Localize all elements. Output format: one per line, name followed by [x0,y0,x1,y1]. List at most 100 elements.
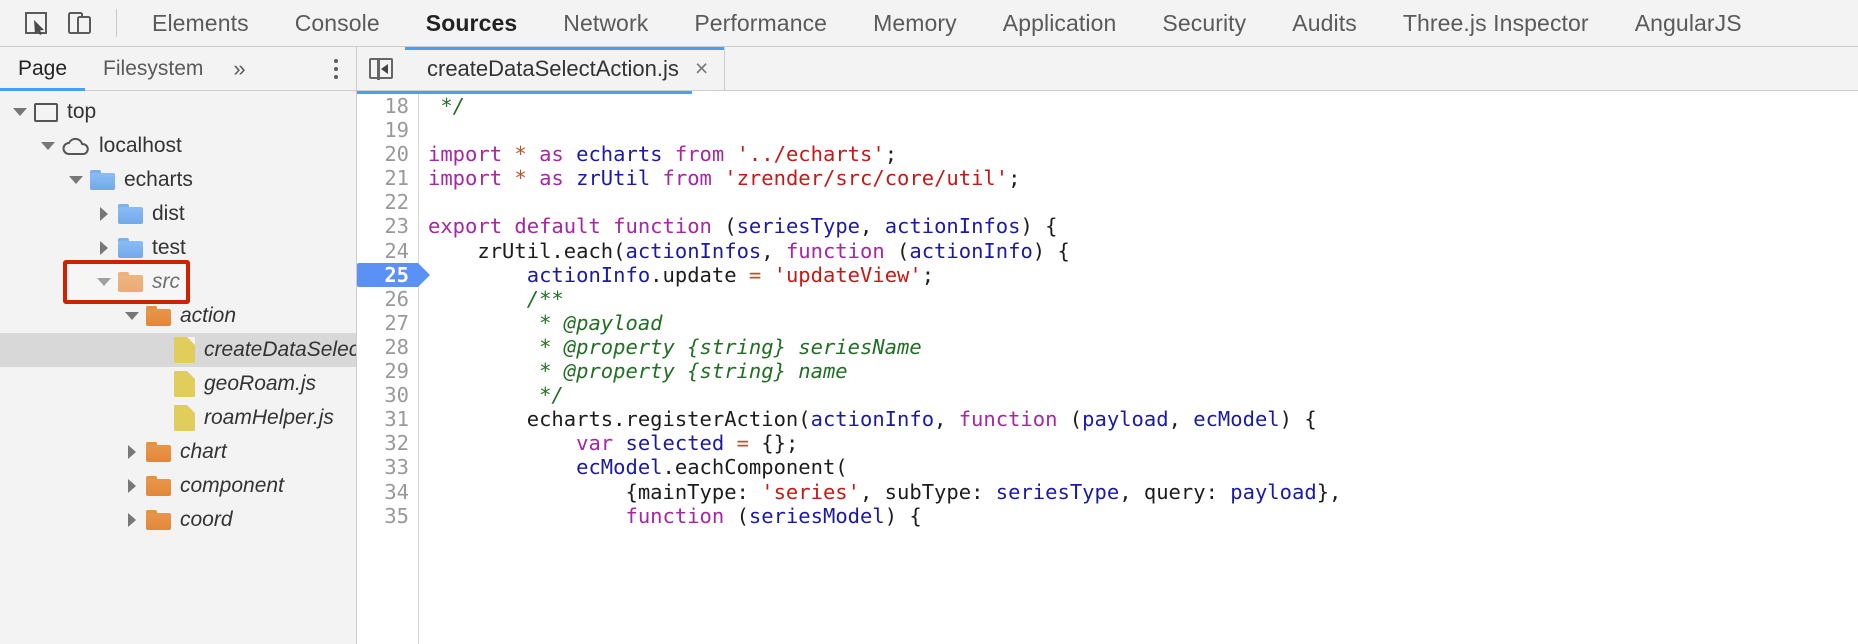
code-token: actionInfo [909,238,1033,263]
tab-security[interactable]: Security [1162,9,1247,36]
code-token [564,142,576,166]
tree-item-roamhelper-js[interactable]: roamHelper.js [0,401,356,435]
code-line: * @payload [428,311,1858,335]
line-number[interactable]: 26 [384,286,409,311]
folder-icon [146,306,171,326]
line-number[interactable]: 31 [384,407,409,432]
folder-icon [146,442,171,462]
nav-tab-filesystem[interactable]: Filesystem [103,56,204,80]
source-code[interactable]: */ import * as echarts from '../echarts'… [419,91,1858,644]
chevron-right-icon[interactable] [122,510,142,530]
code-token: * @property {string} seriesName [428,334,922,359]
tab-console[interactable]: Console [294,9,380,36]
code-token: ( [884,238,910,263]
chevron-down-icon[interactable] [66,170,86,190]
code-token: seriesType [736,214,861,239]
tree-item-dist[interactable]: dist [0,197,356,231]
tab-sources[interactable]: Sources [425,9,518,36]
tree-item-label: createDataSelectAction.js [204,338,356,361]
chevron-down-icon[interactable] [10,102,30,122]
line-number[interactable]: 24 [384,238,409,263]
folder-icon [118,204,143,224]
chevron-right-icon[interactable] [94,238,114,258]
chevron-down-icon[interactable] [122,306,142,326]
line-number[interactable]: 34 [384,479,409,504]
tree-item-georoam-js[interactable]: geoRoam.js [0,367,356,401]
line-number[interactable]: 29 [384,359,409,384]
line-number[interactable]: 32 [384,431,409,456]
tab-elements[interactable]: Elements [152,9,249,36]
tree-item-src[interactable]: src [0,265,356,299]
code-token [428,263,527,287]
show-navigator-panel-icon[interactable] [357,47,405,90]
device-toolbar-icon[interactable] [58,1,102,45]
code-token: = [748,262,762,287]
code-token: , subType: [860,479,996,504]
tree-item-label: action [180,304,237,327]
line-number[interactable]: 33 [384,455,409,480]
tree-item-coord[interactable]: coord [0,503,356,537]
line-number[interactable]: 30 [384,383,409,408]
tree-item-action[interactable]: action [0,299,356,333]
chevron-right-icon[interactable] [122,442,142,462]
tree-spacer [150,374,170,394]
execution-line-number[interactable]: 25 [357,262,430,287]
editor-tab-createdataselectaction[interactable]: createDataSelectAction.js × [405,47,726,90]
line-number[interactable]: 27 [384,310,409,335]
code-token: , [860,214,885,239]
code-token: * @payload [428,310,663,335]
tree-item-createdataselectaction-js[interactable]: createDataSelectAction.js [0,333,356,367]
tab-memory[interactable]: Memory [873,9,957,36]
nav-tab-page[interactable]: Page [0,47,86,91]
chevron-down-icon[interactable] [94,272,114,292]
tree-item-chart[interactable]: chart [0,435,356,469]
tab-performance[interactable]: Performance [694,9,828,36]
line-number[interactable]: 28 [384,334,409,359]
line-number[interactable]: 21 [384,166,409,191]
code-token [502,142,514,166]
code-token: zrUtil [576,166,651,191]
tab-network[interactable]: Network [563,9,649,36]
code-token [724,142,736,166]
toolbar-divider [116,9,117,37]
navigator-more-tabs-icon[interactable]: » [233,55,246,81]
code-token: ) { [1279,407,1317,432]
tree-item-component[interactable]: component [0,469,356,503]
chevron-right-icon[interactable] [94,204,114,224]
folder-icon [146,476,171,496]
line-number[interactable]: 23 [384,214,409,239]
tab-application[interactable]: Application [1002,9,1117,36]
tab-threejs-inspector[interactable]: Three.js Inspector [1402,9,1589,36]
code-token: export [428,214,503,239]
code-token: from [662,166,712,191]
tree-item-echarts[interactable]: echarts [0,163,356,197]
javascript-file-icon [174,405,195,431]
code-token: import [428,166,503,191]
code-token [428,431,576,455]
tree-item-label: coord [180,508,233,531]
chevron-down-icon[interactable] [38,136,58,156]
line-number[interactable]: 22 [384,190,409,215]
chevron-right-icon[interactable] [122,476,142,496]
close-icon[interactable]: × [694,55,709,81]
tree-item-localhost[interactable]: localhost [0,129,356,163]
tab-angularjs[interactable]: AngularJS [1634,9,1742,36]
code-token [527,142,539,166]
code-token: {}; [748,431,799,456]
kebab-menu-icon[interactable] [316,47,356,90]
code-token: ) { [1020,214,1058,239]
line-number[interactable]: 19 [384,118,409,143]
tree-item-top[interactable]: top [0,95,356,129]
line-number[interactable]: 18 [384,94,409,118]
line-number[interactable]: 35 [384,503,409,528]
code-token: ; [1008,166,1021,191]
code-token: function [625,503,725,528]
tree-item-test[interactable]: test [0,231,356,265]
inspect-cursor-icon[interactable] [14,1,58,45]
editor-tabbar: createDataSelectAction.js × [357,47,1858,91]
line-number[interactable]: 20 [384,142,409,167]
tab-audits[interactable]: Audits [1292,9,1357,36]
